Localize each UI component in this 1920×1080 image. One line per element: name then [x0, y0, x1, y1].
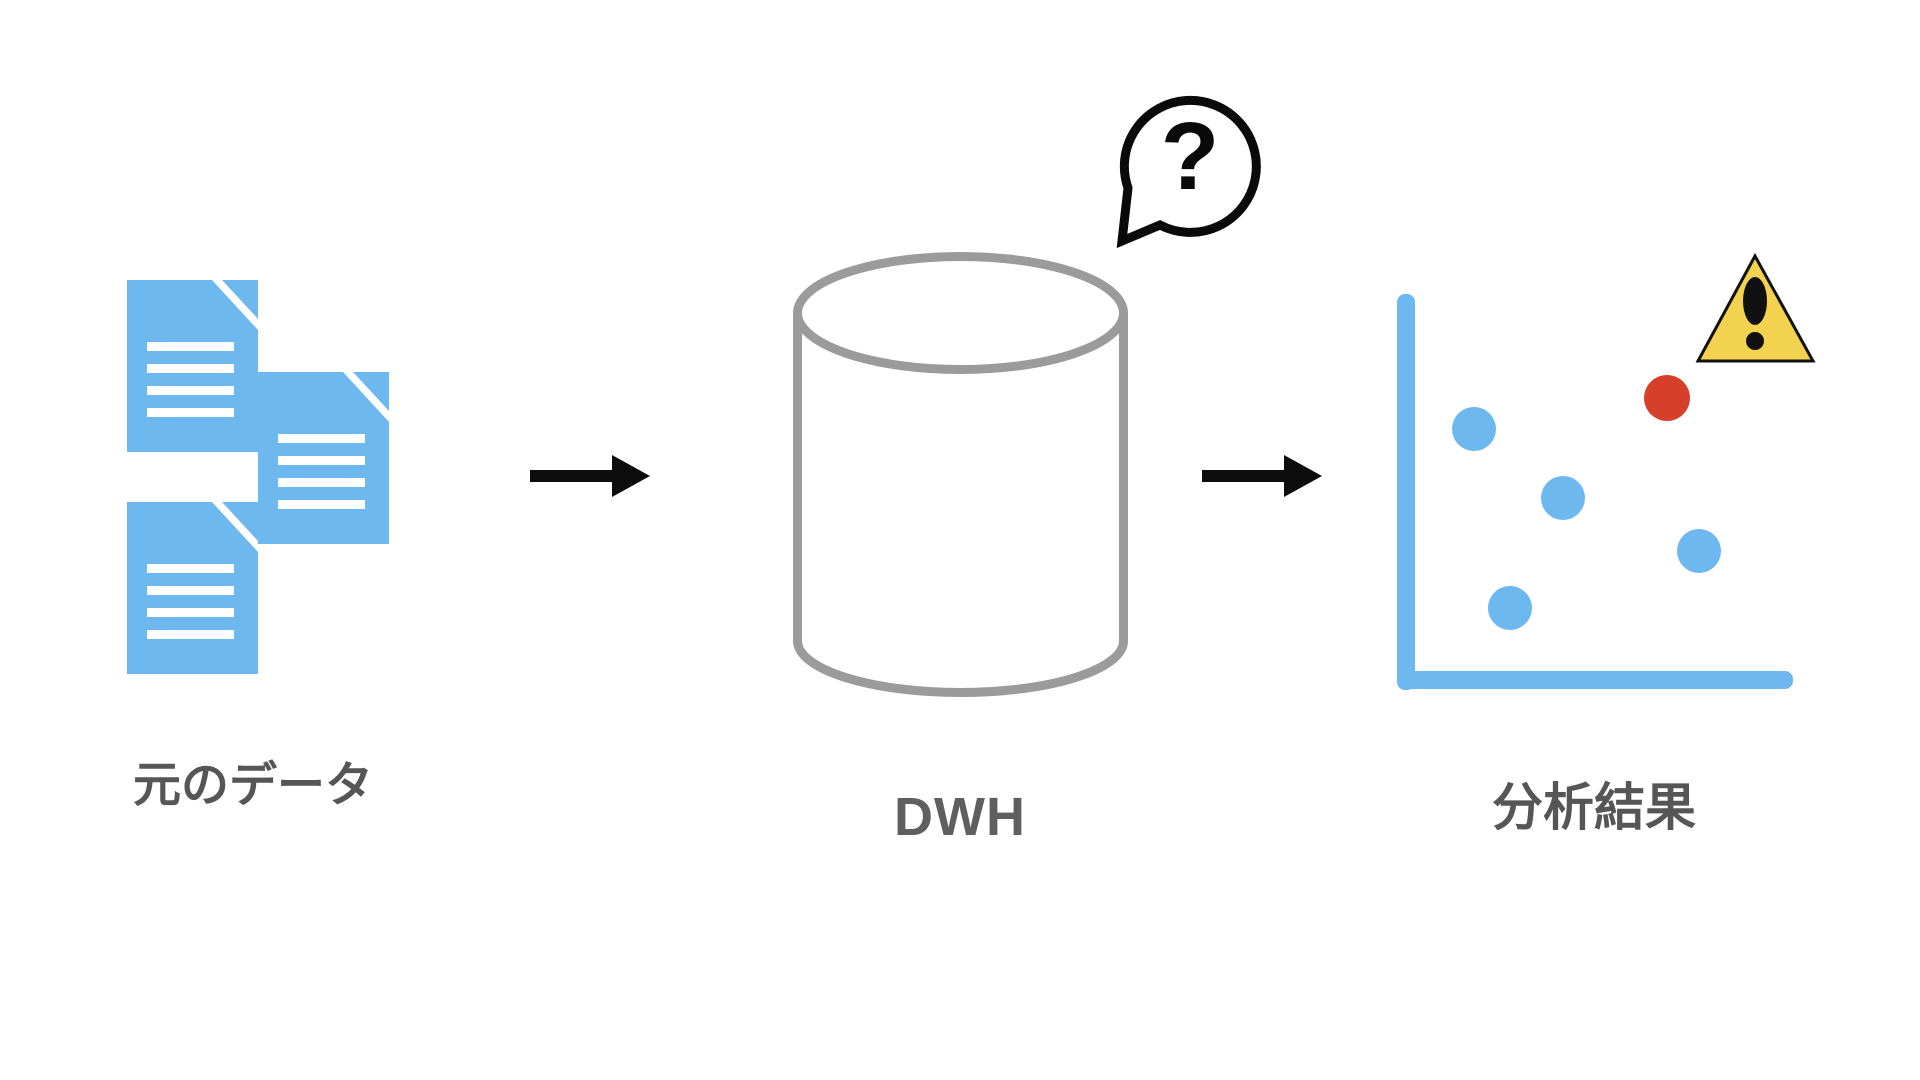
- dwh-label: DWH: [894, 787, 1026, 847]
- database-cylinder-icon: [793, 252, 1128, 697]
- data-point: [1452, 407, 1496, 451]
- documents-icon: [127, 280, 389, 674]
- x-axis: [1398, 671, 1793, 689]
- question-speech-bubble-icon: [1116, 95, 1261, 249]
- arrow-right-icon: [530, 455, 650, 497]
- document-icon: [127, 502, 258, 674]
- document-icon: [258, 372, 389, 544]
- document-icon: [127, 280, 258, 452]
- source-label: 元のデータ: [132, 759, 373, 812]
- scatter-chart-icon: [1397, 294, 1793, 690]
- scatter-points: [1452, 375, 1721, 630]
- warning-triangle-icon: [1695, 252, 1816, 363]
- data-point: [1541, 476, 1585, 520]
- exclamation-mark: [1743, 277, 1767, 350]
- cylinder-body: [793, 313, 1128, 697]
- data-point: [1488, 586, 1532, 630]
- arrow-right-icon: [1202, 455, 1322, 497]
- cylinder-top: [793, 252, 1128, 374]
- data-point: [1677, 529, 1721, 573]
- y-axis: [1397, 294, 1415, 690]
- anomaly-point: [1644, 375, 1690, 421]
- result-label: 分析結果: [1491, 779, 1696, 836]
- question-mark-glyph: ?: [1160, 103, 1220, 210]
